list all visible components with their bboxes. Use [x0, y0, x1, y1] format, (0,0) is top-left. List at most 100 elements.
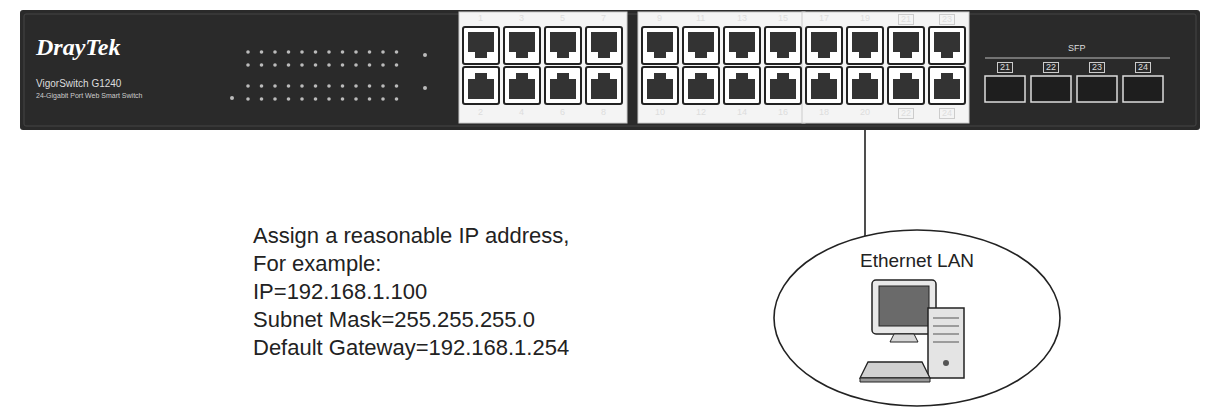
led [273, 97, 277, 101]
port-opening [468, 32, 494, 52]
port-opening [770, 79, 796, 99]
led [395, 63, 399, 67]
led [287, 84, 291, 88]
port-opening [550, 32, 576, 52]
switch-front-panel: DrayTekVigorSwitch G124024-Gigabit Port … [20, 10, 1200, 130]
rj45-port [545, 27, 581, 64]
port-notch [777, 52, 789, 58]
led [327, 63, 331, 67]
led [395, 50, 399, 54]
port-opening [468, 79, 494, 99]
port-opening [770, 32, 796, 52]
led [395, 97, 399, 101]
sfp-label: SFP [1068, 44, 1086, 53]
rj45-port [847, 27, 883, 64]
port-number: 12 [696, 108, 706, 117]
port-opening [729, 79, 755, 99]
led [368, 63, 372, 67]
sfp-bar [985, 58, 1170, 59]
port-opening [688, 32, 714, 52]
rj45-port [929, 67, 965, 104]
port-number: 4 [519, 108, 524, 117]
led [368, 97, 372, 101]
port-number: 23 [1089, 62, 1105, 73]
port-opening [893, 79, 919, 99]
port-notch [695, 73, 707, 79]
port-notch [859, 73, 871, 79]
led [230, 96, 234, 100]
sfp-port [1031, 76, 1071, 102]
led [381, 63, 385, 67]
port-notch [736, 52, 748, 58]
sfp-port [985, 76, 1025, 102]
led [287, 50, 291, 54]
led [246, 97, 250, 101]
instruction-text: IP=192.168.1.100 [253, 281, 427, 303]
rj45-port [929, 27, 965, 64]
instruction-text: Default Gateway=192.168.1.254 [253, 337, 569, 359]
led [327, 84, 331, 88]
led [300, 50, 304, 54]
port-number: 1 [478, 14, 483, 23]
led [354, 84, 358, 88]
port-opening [811, 79, 837, 99]
rj45-port [765, 67, 801, 104]
port-opening [647, 32, 673, 52]
rj45-port [504, 27, 540, 64]
led [341, 50, 345, 54]
led [423, 86, 427, 90]
brand-name: DrayTek [36, 34, 120, 61]
port-notch [598, 73, 610, 79]
port-notch [654, 52, 666, 58]
port-opening [509, 79, 535, 99]
led [314, 84, 318, 88]
rj45-port [724, 27, 760, 64]
power-button [943, 360, 949, 366]
led [354, 50, 358, 54]
led [327, 97, 331, 101]
led [314, 50, 318, 54]
led [300, 97, 304, 101]
port-opening [811, 32, 837, 52]
sfp-ports [985, 76, 1163, 102]
monitor-screen [879, 286, 929, 326]
led-grid [230, 50, 427, 101]
port-number: 22 [1043, 62, 1059, 73]
rj45-port [642, 67, 678, 104]
instruction-text: Assign a reasonable IP address, [253, 225, 569, 247]
port-number: 7 [601, 14, 606, 23]
drive-bay [933, 342, 959, 343]
instruction-text: Subnet Mask=255.255.255.0 [253, 309, 535, 331]
led [260, 97, 264, 101]
port-number: 6 [560, 108, 565, 117]
port-number: 8 [601, 108, 606, 117]
switch-panel [20, 10, 1200, 130]
port-number: 14 [737, 108, 747, 117]
rj45-port [806, 27, 842, 64]
led [287, 97, 291, 101]
drive-bay [933, 334, 959, 335]
network-ellipse: Ethernet LAN [772, 228, 1062, 408]
led [246, 63, 250, 67]
model-name: VigorSwitch G1240 [36, 78, 121, 89]
port-opening [934, 79, 960, 99]
port-opening [852, 32, 878, 52]
led [314, 63, 318, 67]
rj45-port [847, 67, 883, 104]
led [246, 84, 250, 88]
led [341, 84, 345, 88]
led [423, 53, 427, 57]
port-notch [941, 73, 953, 79]
port-number: 24 [939, 108, 955, 119]
port-opening [591, 32, 617, 52]
led [381, 97, 385, 101]
port-opening [509, 32, 535, 52]
led [354, 63, 358, 67]
rj45-port [765, 27, 801, 64]
port-notch [818, 52, 830, 58]
port-number: 2 [478, 108, 483, 117]
port-notch [475, 52, 487, 58]
network-cable [864, 130, 866, 236]
port-notch [777, 73, 789, 79]
sfp-port [1123, 76, 1163, 102]
